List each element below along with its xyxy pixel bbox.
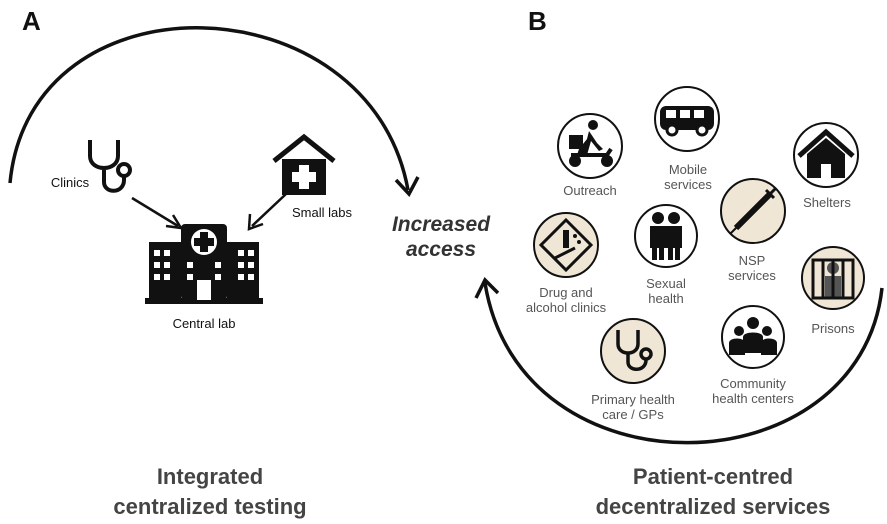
nsp-services-label: NSP services xyxy=(712,253,792,283)
panel-a-caption-line1: Integrated xyxy=(156,464,264,489)
top-arc-arrow xyxy=(8,26,410,191)
sexual-health-line2: health xyxy=(648,291,684,306)
drug-alcohol-line2: alcohol clinics xyxy=(525,300,607,315)
central-lab-label: Central lab xyxy=(172,316,236,331)
panel-a-caption-line2: centralized testing xyxy=(113,494,307,519)
sexual-health-label: Sexual health xyxy=(628,276,704,306)
community-health-line2: health centers xyxy=(712,391,794,406)
two-people-icon xyxy=(650,212,682,260)
community-health-label: Community health centers xyxy=(703,376,803,406)
stethoscope-icon xyxy=(88,140,132,193)
shelters-label: Shelters xyxy=(803,195,851,210)
community-health-line1: Community xyxy=(720,376,786,391)
drug-alcohol-circle xyxy=(533,212,599,278)
nsp-services-line1: NSP xyxy=(738,253,766,268)
drug-alcohol-line1: Drug and xyxy=(539,285,593,300)
nsp-services-circle xyxy=(720,178,786,244)
primary-health-line2: care / GPs xyxy=(602,407,664,422)
bottom-arc-arrow xyxy=(483,282,884,445)
primary-health-circle xyxy=(600,318,666,384)
hospital-icon xyxy=(145,224,263,304)
prison-icon xyxy=(811,258,855,300)
scooter-icon xyxy=(569,120,613,167)
small-labs-label: Small labs xyxy=(292,205,352,220)
sexual-health-circle xyxy=(634,204,698,268)
increased-access-line1: Increased xyxy=(391,213,491,236)
drug-sign-icon xyxy=(538,217,594,273)
drug-alcohol-label: Drug and alcohol clinics xyxy=(513,285,619,315)
group-icon xyxy=(729,317,777,355)
nsp-services-line2: services xyxy=(728,268,776,283)
panel-b-caption-line1: Patient-centred xyxy=(632,464,794,489)
mobile-services-circle xyxy=(654,86,720,152)
panel-b-caption: Patient-centred decentralized services xyxy=(548,462,878,522)
bus-icon xyxy=(660,106,714,137)
mobile-services-line2: services xyxy=(664,177,712,192)
primary-health-line1: Primary health xyxy=(591,392,675,407)
prisons-circle xyxy=(801,246,865,310)
clinics-arrow xyxy=(131,196,179,228)
shelters-circle xyxy=(793,122,859,188)
house-icon xyxy=(797,128,855,178)
outreach-circle xyxy=(557,113,623,179)
top-arc-arrowhead xyxy=(394,176,420,197)
clinics-label: Clinics xyxy=(50,175,90,190)
community-health-circle xyxy=(721,305,785,369)
panel-b-caption-line2: decentralized services xyxy=(595,494,831,519)
bottom-arc-arrowhead xyxy=(474,277,500,299)
primary-health-label: Primary health care / GPs xyxy=(583,392,683,422)
panel-a-letter: A xyxy=(22,6,41,36)
sexual-health-line1: Sexual xyxy=(646,276,686,291)
syringe-icon xyxy=(729,186,778,235)
mobile-services-line1: Mobile xyxy=(668,162,708,177)
panel-a-caption: Integrated centralized testing xyxy=(40,462,380,522)
mobile-services-label: Mobile services xyxy=(650,162,726,192)
prisons-label: Prisons xyxy=(811,321,855,336)
panel-b-letter: B xyxy=(528,6,547,36)
small-labs-arrow xyxy=(251,193,287,227)
increased-access-text: Increased access xyxy=(378,212,504,262)
increased-access-line2: access xyxy=(405,238,477,261)
small-lab-icon xyxy=(272,133,336,195)
outreach-label: Outreach xyxy=(563,183,617,198)
stethoscope-small-icon xyxy=(616,330,653,371)
